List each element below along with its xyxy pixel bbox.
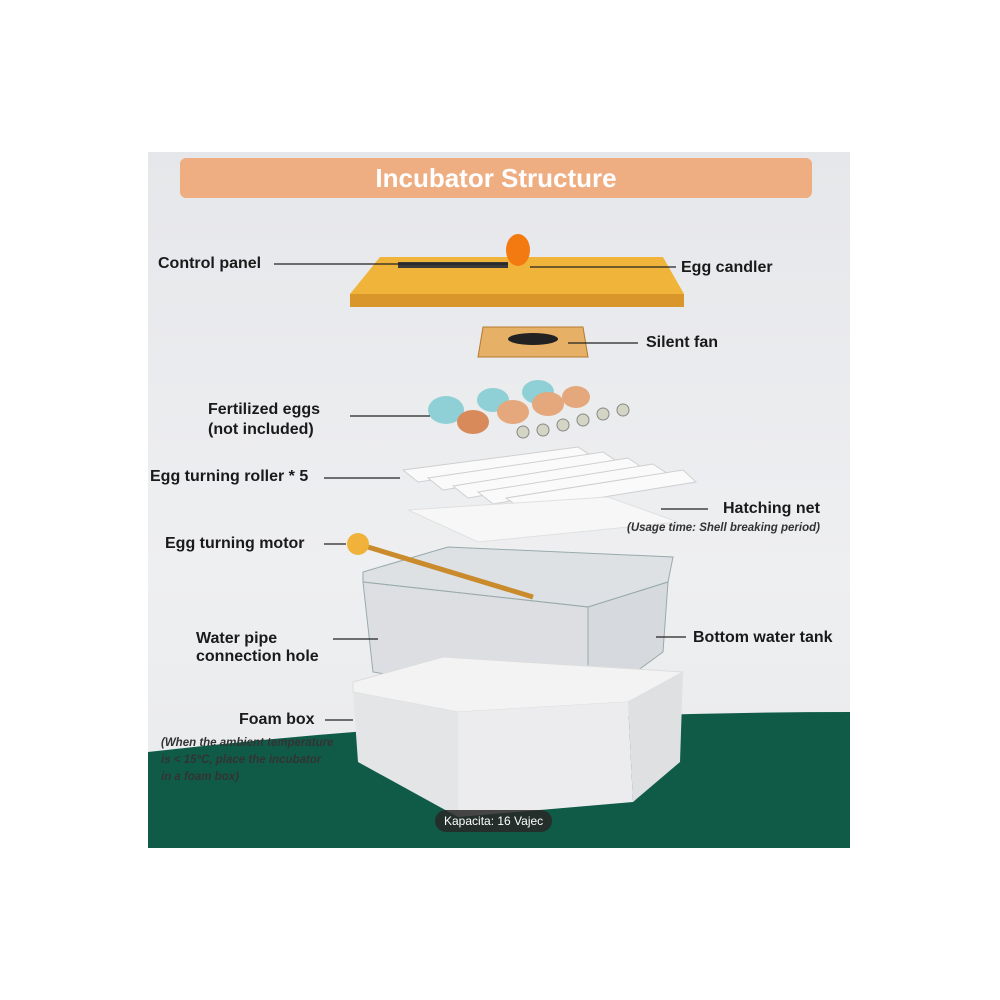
label-foam-box: Foam box (239, 711, 315, 728)
label-egg-turning-motor: Egg turning motor (165, 535, 305, 552)
eggs-illustration (428, 380, 630, 439)
label-fertilized-eggs: Fertilized eggs (208, 401, 321, 418)
diagram-frame: Incubator Structure Control panel Egg ca… (148, 152, 850, 848)
hatching-net-illustration (407, 496, 679, 543)
motor-illustration (347, 533, 534, 600)
label-silent-fan: Silent fan (646, 334, 719, 351)
capacity-badge: Kapacita: 16 Vajec (435, 810, 553, 832)
lid-illustration (350, 234, 684, 307)
label-egg-turning-roller: Egg turning roller * 5 (150, 468, 309, 485)
label-fertilized-eggs-note: (not included) (208, 421, 314, 438)
rollers-illustration (401, 446, 698, 511)
label-hatching-net: Hatching net (723, 500, 820, 517)
foam-box-note-3: in a foam box) (161, 771, 239, 783)
foam-box-illustration (352, 656, 685, 817)
label-water-pipe: Water pipe (196, 630, 278, 647)
leader-lines (274, 263, 708, 721)
foam-box-note-1: (When the ambient temperature (161, 737, 334, 749)
label-egg-candler: Egg candler (681, 259, 773, 276)
label-water-pipe-2: connection hole (196, 648, 319, 665)
fan-illustration (477, 326, 589, 358)
hatching-net-note: (Usage time: Shell breaking period) (627, 522, 820, 534)
incubator-illustration (148, 234, 850, 848)
foam-box-note-2: is < 15°C, place the incubator (161, 754, 322, 766)
label-bottom-water-tank: Bottom water tank (693, 629, 833, 646)
label-control-panel: Control panel (158, 255, 262, 272)
page-title: Incubator Structure (180, 158, 812, 198)
